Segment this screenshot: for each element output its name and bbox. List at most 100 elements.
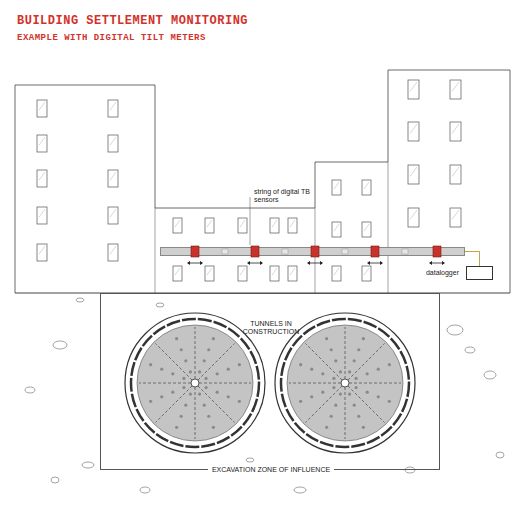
cutter-disc: [299, 363, 302, 366]
cutter-disc: [366, 391, 369, 394]
window: [332, 180, 341, 195]
window-glare: [240, 268, 245, 275]
tilt-arrowhead: [429, 261, 445, 265]
cutter-disc: [362, 337, 365, 340]
cutter-spoke: [305, 343, 342, 380]
window: [205, 218, 214, 233]
window-glare: [39, 102, 45, 110]
window: [173, 218, 182, 233]
window: [332, 266, 341, 281]
tilt-sensor: [191, 246, 199, 257]
cutter-disc: [377, 395, 380, 398]
cutter-disc: [175, 426, 178, 429]
cutter-disc: [212, 426, 215, 429]
window-glare: [452, 124, 459, 133]
cutter-disc: [198, 370, 201, 373]
window-glare: [410, 82, 417, 91]
window-glare: [334, 268, 339, 275]
stone: [53, 341, 67, 349]
stone: [484, 371, 496, 379]
window: [362, 222, 371, 237]
cutter-disc: [216, 372, 219, 375]
window-glare: [410, 124, 417, 133]
cutter-disc: [388, 400, 391, 403]
tilt-arrow: [308, 263, 322, 264]
signal-cable: [465, 252, 480, 267]
stone: [82, 462, 94, 468]
window: [408, 122, 419, 141]
cutter-disc: [160, 368, 163, 371]
cutter-disc: [321, 372, 324, 375]
cutter-disc: [175, 337, 178, 340]
window: [108, 100, 118, 117]
cutter-disc: [388, 363, 391, 366]
tilt-sensor: [251, 246, 259, 257]
window-glare: [452, 82, 459, 91]
cutter-disc: [332, 377, 335, 380]
window-glare: [290, 220, 295, 227]
cutter-disc: [353, 359, 356, 362]
stone: [447, 325, 463, 335]
window: [37, 135, 47, 152]
cutter-spoke: [195, 327, 196, 379]
window: [37, 170, 47, 187]
window-glare: [175, 268, 180, 275]
stone: [76, 298, 84, 302]
window-glare: [110, 102, 116, 110]
cutter-disc: [180, 415, 183, 418]
cutter-disc: [354, 386, 357, 389]
window-glare: [110, 246, 116, 254]
window-glare: [364, 268, 369, 275]
window: [450, 165, 461, 184]
tilt-sensor: [311, 246, 319, 257]
window: [450, 80, 461, 99]
window-glare: [39, 209, 45, 217]
tilt-sensor: [433, 246, 441, 257]
cutter-spoke: [155, 343, 192, 380]
leader-line: [250, 197, 251, 245]
tunnel-segments: [131, 319, 259, 447]
cutter-spoke: [345, 387, 346, 439]
stone: [156, 303, 164, 307]
cutter-disc: [149, 363, 152, 366]
cutter-disc: [184, 359, 187, 362]
cutter-disc: [334, 359, 337, 362]
tilt-arrowhead: [247, 261, 263, 265]
tilt-arrow: [188, 263, 202, 264]
cutter-disc: [204, 386, 207, 389]
tunnel-face: [137, 325, 253, 441]
cutter-disc: [348, 392, 351, 395]
cutter-disc: [238, 400, 241, 403]
cutter-disc: [171, 391, 174, 394]
cutter-disc: [180, 348, 183, 351]
cutter-hub: [191, 379, 199, 387]
cutter-disc: [339, 370, 342, 373]
window: [37, 100, 47, 117]
excavation-zone: TUNNELS IN CONSTRUCTIONEXCAVATION ZONE O…: [100, 293, 440, 470]
window: [270, 218, 279, 233]
window: [408, 165, 419, 184]
cutter-disc: [171, 372, 174, 375]
window-glare: [410, 167, 417, 176]
cutter-disc: [353, 404, 356, 407]
cutter-disc: [189, 392, 192, 395]
sensor-joint: [402, 249, 408, 254]
cutter-disc: [354, 377, 357, 380]
stone: [51, 477, 59, 483]
cutter-spoke: [289, 383, 341, 384]
window: [288, 266, 297, 281]
cutter-disc: [212, 337, 215, 340]
building-skyline: [15, 70, 510, 293]
cutter-disc: [198, 392, 201, 395]
stone: [405, 467, 415, 473]
cutter-disc: [207, 415, 210, 418]
window-glare: [240, 220, 245, 227]
cutter-disc: [203, 404, 206, 407]
cutter-disc: [182, 386, 185, 389]
window-glare: [272, 220, 277, 227]
window: [238, 218, 247, 233]
window-glare: [207, 268, 212, 275]
node-label: string of digital TB sensors: [254, 188, 318, 205]
tilt-arrow: [430, 263, 444, 264]
